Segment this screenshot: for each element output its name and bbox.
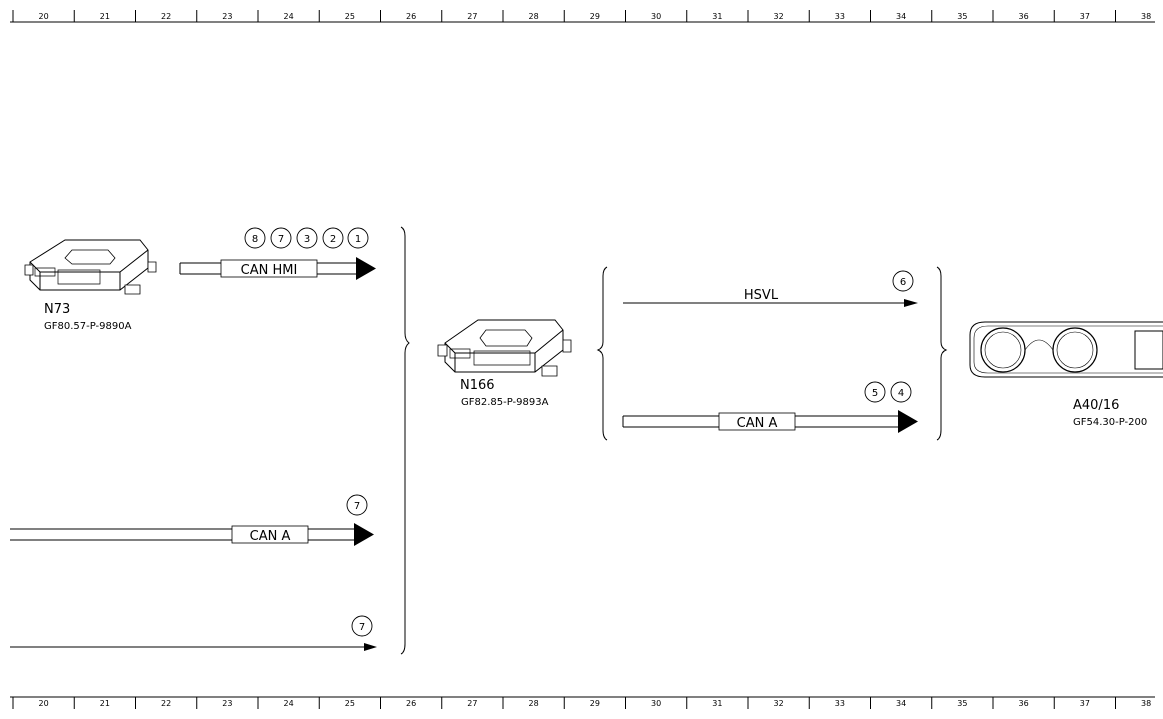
n73-label: N73 — [44, 302, 70, 317]
can-hmi-arrowhead — [356, 257, 376, 280]
ruler-label: 23 — [222, 12, 232, 21]
right-group-brace-open — [596, 266, 608, 441]
a40-16-instrument-cluster-icon — [969, 321, 1163, 378]
can-a-right-label: CAN A — [737, 416, 778, 431]
ruler-label: 27 — [467, 12, 477, 21]
ruler-label: 35 — [957, 699, 967, 708]
can-a-left-marker-7: 7 — [354, 501, 360, 512]
ruler-label: 34 — [896, 12, 906, 21]
ruler-label: 21 — [100, 699, 110, 708]
ruler-top: 20 21 22 23 24 25 26 27 28 29 30 31 32 33 34 35 36 37 38 — [10, 10, 1155, 23]
can-a-right-arrowhead — [898, 410, 918, 433]
ruler-label: 28 — [529, 699, 539, 708]
ruler-label: 24 — [284, 699, 294, 708]
ruler-label: 26 — [406, 12, 416, 21]
ruler-label: 22 — [161, 699, 171, 708]
ruler-label: 28 — [529, 12, 539, 21]
single-line-left: 7 — [10, 615, 377, 651]
n73-control-unit-icon — [24, 239, 157, 295]
ruler-label: 29 — [590, 12, 600, 21]
ruler-label: 27 — [467, 699, 477, 708]
ruler-label: 20 — [39, 12, 49, 21]
n166-code: GF82.85-P-9893A — [461, 397, 549, 408]
ruler-label: 36 — [1019, 699, 1029, 708]
can-hmi-label: CAN HMI — [241, 263, 298, 278]
can-hmi-marker-7: 7 — [278, 234, 284, 245]
ruler-label: 20 — [39, 699, 49, 708]
n73-code: GF80.57-P-9890A — [44, 321, 132, 332]
ruler-label: 21 — [100, 12, 110, 21]
ruler-bottom: 20 21 22 23 24 25 26 27 28 29 30 31 32 33 34 35 36 37 38 — [10, 696, 1155, 709]
ruler-label: 33 — [835, 12, 845, 21]
can-a-right-marker-4: 4 — [898, 388, 904, 399]
can-hmi-marker-8: 8 — [252, 234, 258, 245]
ruler-label: 31 — [712, 699, 722, 708]
ruler-label: 23 — [222, 699, 232, 708]
can-a-right-marker-5: 5 — [872, 388, 878, 399]
can-hmi-marker-1: 1 — [355, 234, 361, 245]
ruler-label: 30 — [651, 699, 661, 708]
hsvl-line: HSVL 6 — [623, 270, 918, 307]
can-hmi-marker-3: 3 — [304, 234, 310, 245]
ruler-label: 22 — [161, 12, 171, 21]
can-a-left-label: CAN A — [250, 529, 291, 544]
right-group-brace-close — [936, 266, 948, 441]
hsvl-marker-6: 6 — [900, 277, 906, 288]
ruler-label: 24 — [284, 12, 294, 21]
ruler-label: 38 — [1141, 699, 1151, 708]
ruler-label: 29 — [590, 699, 600, 708]
ruler-label: 25 — [345, 699, 355, 708]
single-line-marker-7: 7 — [359, 622, 365, 633]
n166-control-unit-icon — [437, 319, 572, 377]
ruler-label: 32 — [774, 12, 784, 21]
ruler-label: 36 — [1019, 12, 1029, 21]
ruler-label: 34 — [896, 699, 906, 708]
ruler-label: 38 — [1141, 12, 1151, 21]
n166-label: N166 — [460, 378, 495, 393]
can-a-right-bus: CAN A 5 4 — [622, 381, 918, 433]
ruler-label: 25 — [345, 12, 355, 21]
ruler-label: 37 — [1080, 12, 1090, 21]
hsvl-arrowhead — [904, 299, 918, 307]
can-hmi-bus: CAN HMI — [179, 257, 376, 280]
single-line-arrowhead — [364, 643, 377, 651]
can-hmi-markers: 8 7 3 2 1 — [244, 227, 369, 249]
ruler-label: 33 — [835, 699, 845, 708]
hsvl-label: HSVL — [744, 288, 779, 303]
can-a-left-bus: CAN A 7 — [10, 494, 374, 546]
a40-16-label: A40/16 — [1073, 398, 1119, 413]
ruler-label: 26 — [406, 699, 416, 708]
ruler-label: 30 — [651, 12, 661, 21]
ruler-label: 32 — [774, 699, 784, 708]
a40-16-code: GF54.30-P-200 — [1073, 417, 1147, 428]
can-a-left-arrowhead — [354, 523, 374, 546]
can-hmi-marker-2: 2 — [330, 234, 336, 245]
ruler-label: 35 — [957, 12, 967, 21]
ruler-label: 37 — [1080, 699, 1090, 708]
left-group-brace — [400, 226, 410, 655]
ruler-label: 31 — [712, 12, 722, 21]
